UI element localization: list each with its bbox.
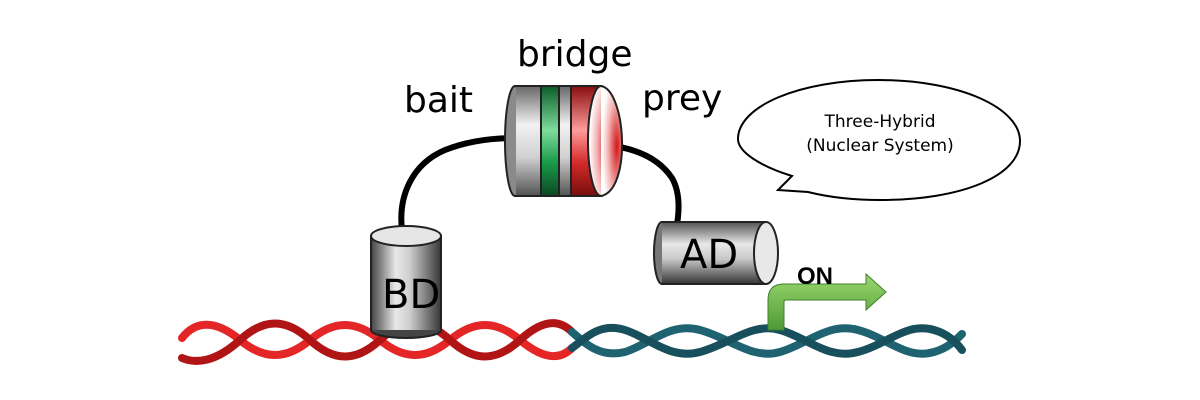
bait-label: bait (404, 80, 473, 121)
bait-linker (398, 135, 518, 233)
dna-helix (178, 319, 966, 365)
prey-disk (570, 85, 624, 197)
bridge-complex (504, 85, 624, 197)
prey-label: prey (642, 78, 722, 119)
on-label: ON (797, 263, 833, 290)
prey-linker (611, 143, 682, 233)
transcription-arrow-icon (767, 272, 887, 331)
bubble-line-1: Three-Hybrid (824, 112, 936, 132)
dna-teal-segment (568, 323, 966, 358)
ad-label: AD (680, 232, 738, 278)
speech-bubble-shape (736, 78, 1022, 202)
speech-bubble: Three-Hybrid (Nuclear System) (736, 78, 1022, 202)
bd-label: BD (382, 272, 440, 318)
bridge-label: bridge (517, 34, 633, 75)
bubble-line-2: (Nuclear System) (806, 136, 954, 156)
dna-red-segment (178, 319, 576, 365)
ad-cylinder: AD (653, 221, 779, 285)
dna-red-strand-2 (178, 319, 576, 365)
dna-teal-strand-1 (568, 324, 966, 358)
bd-cylinder: BD (370, 225, 442, 339)
